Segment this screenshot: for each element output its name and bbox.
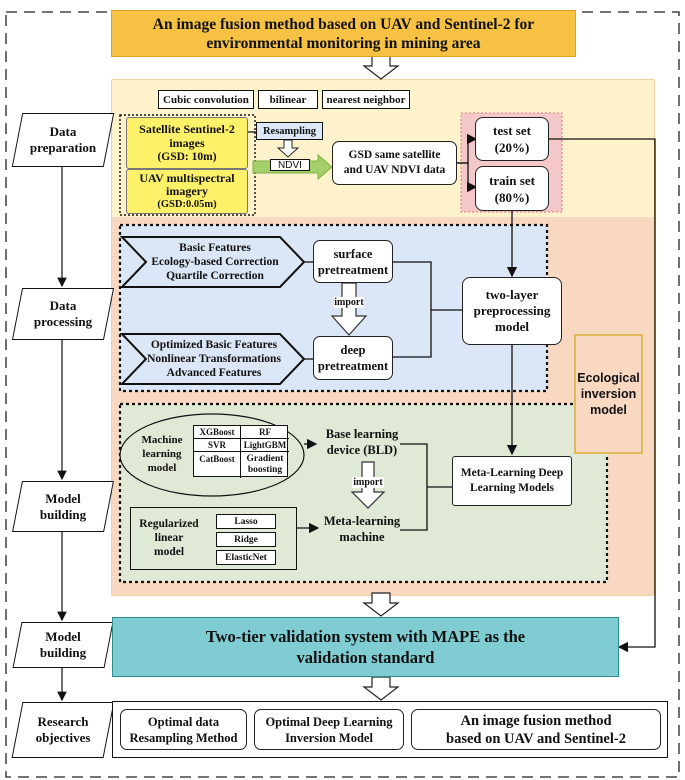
surface-pretreatment-box: surface pretreatment xyxy=(313,240,393,283)
ml-item-gradient-boosting: Gradient boosting xyxy=(246,454,284,475)
processing-import-arrow xyxy=(330,282,368,336)
satellite-gsd: (GSD: 10m) xyxy=(157,151,217,163)
method-cubic-convolution: Cubic convolution xyxy=(158,90,254,109)
objective-inversion-model: Optimal Deep Learning Inversion Model xyxy=(254,709,404,750)
regularized-model-label: Regularized linear model xyxy=(139,518,199,558)
satellite-label: Satellite Sentinel-2 images xyxy=(139,122,235,150)
resampling-down-arrow xyxy=(276,139,300,158)
validation-down-arrow xyxy=(362,676,400,701)
ml-model-label: Machine learning model xyxy=(141,434,183,474)
stage-label: Research objectives xyxy=(35,714,91,745)
stage-label: Model building xyxy=(39,629,87,660)
ml-item-rf: RF xyxy=(241,426,289,439)
method-nearest-neighbor: nearest neighbor xyxy=(322,90,410,109)
stage-model-building-2: Model building xyxy=(12,622,114,668)
ml-item-catboost: CatBoost xyxy=(194,452,241,478)
uav-gsd: (GSD:0.05m) xyxy=(157,199,217,210)
basic-features-chevron xyxy=(119,236,306,288)
gsd-same-box: GSD same satellite and UAV NDVI data xyxy=(332,141,457,185)
building-import-label: import xyxy=(352,477,384,488)
stage-research-objectives: Research objectives xyxy=(11,702,115,758)
reg-item-elasticnet: ElasticNet xyxy=(216,550,276,565)
stage-label: Model building xyxy=(39,490,87,522)
stage-data-processing: Data processing xyxy=(11,288,115,340)
test-set-box: test set (20%) xyxy=(475,117,549,161)
stage-label: Data processing xyxy=(33,298,93,329)
two-layer-model-box: two-layer preprocessing model xyxy=(462,277,562,345)
processing-import-label: import xyxy=(334,297,364,308)
ndvi-label: NDVI xyxy=(270,159,310,171)
resampling-box: Resampling xyxy=(256,122,323,140)
title-down-arrow xyxy=(362,55,400,80)
ml-item-xgboost: XGBoost xyxy=(194,426,241,439)
page-title: An image fusion method based on UAV and … xyxy=(111,10,576,57)
uav-label: UAV multispectral imagery xyxy=(139,171,235,198)
optimized-features-text: Optimized Basic Features Nonlinear Trans… xyxy=(147,339,281,379)
objective-resampling-method: Optimal data Resampling Method xyxy=(120,709,247,750)
objective-fusion-method: An image fusion method based on UAV and … xyxy=(411,709,661,750)
ml-item-svr: SVR xyxy=(194,439,241,452)
satellite-box: Satellite Sentinel-2 images (GSD: 10m) xyxy=(126,117,248,169)
basic-features-text: Basic Features Ecology-based Correction … xyxy=(151,242,279,282)
meta-learning-machine: Meta-learning machine xyxy=(323,514,401,544)
main-down-arrow xyxy=(362,592,400,617)
uav-box: UAV multispectral imagery (GSD:0.05m) xyxy=(126,169,248,214)
deep-pretreatment-box: deep pretreatment xyxy=(313,336,393,380)
validation-system-box: Two-tier validation system with MAPE as … xyxy=(112,617,619,677)
objectives-container xyxy=(112,701,668,758)
ecological-inversion-box: Ecological inversion model xyxy=(574,334,643,454)
optimized-features-chevron xyxy=(119,333,306,385)
ml-item-lightgbm: LightGBM xyxy=(241,439,289,452)
outer-dashed-border xyxy=(5,11,680,778)
stage-model-building-1: Model building xyxy=(12,481,114,532)
meta-learning-deep-box: Meta-Learning Deep Learning Models xyxy=(452,456,572,506)
reg-item-lasso: Lasso xyxy=(216,514,276,529)
stage-label: Data preparation xyxy=(29,124,97,155)
ml-algorithms-grid: XGBoost RF SVR LightGBM CatBoost Gradien… xyxy=(193,425,289,478)
train-set-box: train set (80%) xyxy=(475,166,549,211)
method-bilinear: bilinear xyxy=(258,90,318,109)
reg-item-ridge: Ridge xyxy=(216,532,276,547)
base-learning-device: Base learning device (BLD) xyxy=(325,427,399,457)
stage-data-preparation: Data preparation xyxy=(11,113,115,167)
